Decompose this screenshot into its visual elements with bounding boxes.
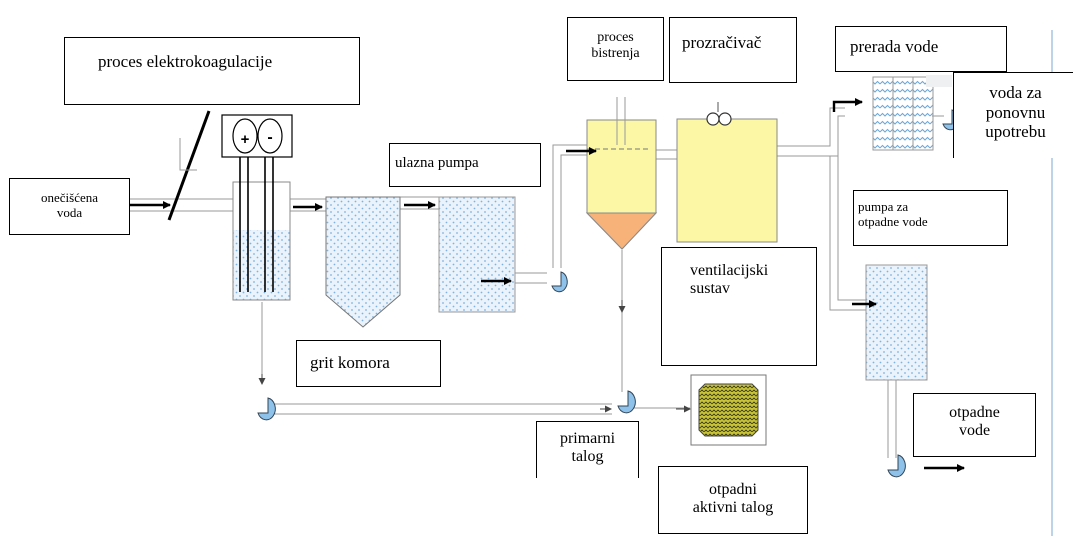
pump-icon-sludge-left: [257, 397, 276, 421]
primary-sludge-label: primarni talog: [536, 421, 639, 478]
flow-arrow-to-treatment: [832, 98, 863, 112]
water-treatment-text: prerada vode: [850, 37, 939, 56]
wastewater-pump-label: pumpa za otpadne vode: [853, 190, 1008, 246]
power-supply: [221, 114, 293, 158]
activated-sludge-text-1: otpadni: [709, 481, 757, 498]
wastewater-text-2: vode: [958, 422, 991, 440]
polluted-water-label: onečišćena voda: [9, 178, 130, 235]
pipe-aerator-out: [777, 107, 866, 311]
pump-icon-wastewater: [887, 454, 906, 478]
electrocoagulation-label: proces elektrokoagulacije: [64, 37, 360, 105]
clarification-text-1: proces: [597, 30, 634, 45]
inlet-pump-label: ulazna pumpa: [389, 143, 541, 187]
wastewater-tank: [865, 264, 928, 381]
electrocoagulation-text: proces elektrokoagulacije: [98, 52, 273, 71]
polluted-water-text-2: voda: [56, 204, 83, 220]
electrodes: [239, 153, 274, 292]
aerator-label: prozračivač: [669, 17, 797, 83]
primary-sludge-text-2: talog: [571, 448, 604, 466]
wastewater-label: otpadne vode: [913, 393, 1036, 457]
ventilation-label: ventilacijski sustav: [661, 247, 817, 366]
bar-screen: [167, 110, 211, 221]
ventilation-text-1: ventilacijski: [690, 262, 769, 279]
clarifier-tank: [585, 97, 658, 250]
grit-chamber-shape: [325, 196, 401, 328]
polluted-water-text-1: onečišćena: [40, 190, 99, 205]
water-treatment-label: prerada vode: [835, 26, 1007, 72]
plus-terminal-label: +: [241, 131, 250, 148]
wastewater-text-1: otpadne: [949, 404, 1000, 421]
aerator-fan-icon: [706, 112, 732, 126]
electrocoagulation-tank: [232, 181, 291, 301]
pipe-tank-to-pump: [515, 272, 547, 284]
inlet-pump-tank: [438, 196, 516, 313]
sludge-drying-bed: [690, 374, 767, 446]
activated-sludge-text-2: aktivni talog: [692, 499, 774, 517]
wastewater-pump-text-1: pumpa za: [858, 199, 909, 214]
aerator-text: prozračivač: [682, 33, 762, 52]
clarification-label: proces bistrenja: [567, 17, 664, 81]
water-treatment-tank: [872, 75, 952, 151]
primary-sludge-text-1: primarni: [559, 430, 616, 447]
inlet-pipe: [128, 198, 233, 212]
activated-sludge-label: otpadni aktivni talog: [658, 466, 808, 534]
reuse-water-text-1: voda za: [989, 83, 1042, 102]
pipe-grit-to-tank: [400, 196, 439, 210]
pump-icon-inlet: [551, 271, 568, 293]
clarification-text-2: bistrenja: [591, 46, 640, 62]
ventilation-text-2: sustav: [690, 280, 730, 298]
reuse-water-text-2: ponovnu: [985, 102, 1046, 122]
sludge-lines: [261, 250, 690, 415]
wastewater-pump-text-2: otpadne vode: [858, 213, 928, 229]
pump-icon-primary-sludge: [617, 390, 636, 414]
grit-chamber-text: grit komora: [310, 353, 390, 372]
pipe-electro-to-grit: [290, 198, 326, 212]
pipe-pump-to-clarifier: [552, 144, 587, 268]
screen-support-line: [179, 138, 197, 171]
aerator-tank: [676, 102, 778, 243]
pipe-wastewater-down: [887, 380, 897, 458]
minus-terminal-label: -: [267, 129, 272, 146]
inlet-pump-text: ulazna pumpa: [395, 155, 479, 171]
reuse-water-label: voda za ponovnu upotrebu: [953, 72, 1073, 158]
grit-chamber-label: grit komora: [296, 340, 441, 387]
reuse-water-text-3: upotrebu: [985, 122, 1046, 142]
pipe-clarifier-to-aerator: [656, 149, 677, 160]
